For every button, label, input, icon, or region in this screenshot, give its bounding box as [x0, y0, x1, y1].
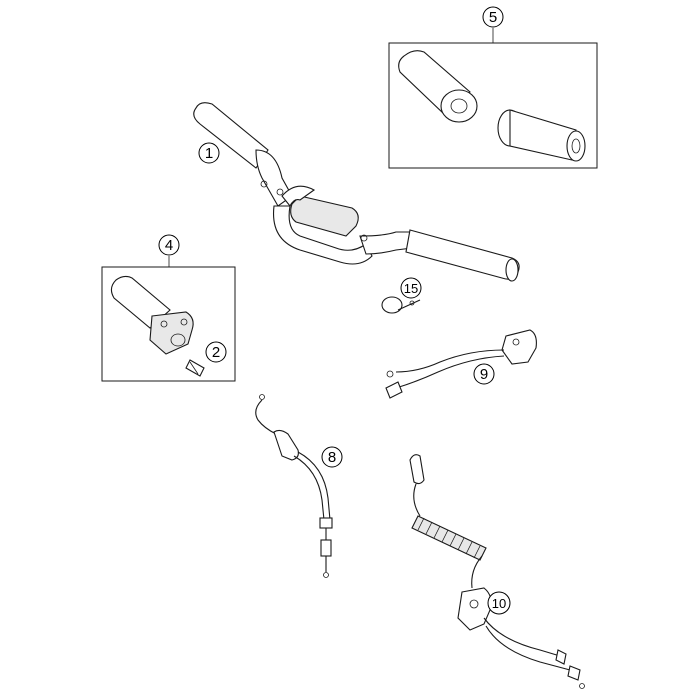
callout-4: 4 — [158, 234, 180, 267]
throttle-cable-part[interactable] — [255, 394, 333, 578]
callout-9: 9 — [473, 363, 495, 385]
callout-15-label: 15 — [404, 281, 418, 296]
right-grip-part[interactable] — [497, 109, 586, 162]
callout-1: 1 — [198, 142, 220, 164]
callout-5: 5 — [482, 6, 504, 43]
lever-cable-part[interactable] — [409, 454, 585, 689]
handlebar-part[interactable] — [193, 102, 520, 282]
callout-5-label: 5 — [489, 9, 497, 26]
callout-10-label: 10 — [492, 596, 506, 611]
left-grip-part[interactable] — [398, 50, 478, 123]
callout-1-label: 1 — [205, 145, 213, 162]
kill-switch-part[interactable] — [385, 329, 537, 399]
callout-2-label: 2 — [212, 344, 220, 361]
callout-15: 15 — [400, 277, 422, 299]
callout-8-label: 8 — [328, 449, 336, 466]
callout-9-label: 9 — [480, 366, 488, 383]
callout-8: 8 — [321, 446, 343, 468]
cable-clip-part[interactable] — [381, 296, 421, 314]
callout-2: 2 — [205, 341, 227, 363]
throttle-assembly-box — [101, 266, 236, 382]
callout-4-label: 4 — [165, 237, 173, 254]
bolt-part[interactable] — [185, 359, 205, 377]
throttle-grip-part[interactable] — [110, 275, 194, 355]
callout-10: 10 — [487, 591, 511, 615]
